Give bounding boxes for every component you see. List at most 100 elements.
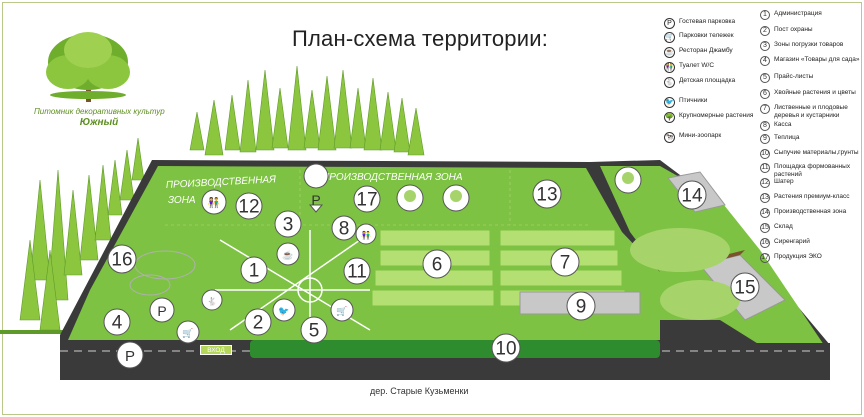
marker-8[interactable]: 8 [331, 215, 357, 241]
svg-text:3: 3 [283, 215, 294, 236]
svg-text:☕: ☕ [282, 249, 293, 260]
svg-text:P: P [157, 303, 166, 319]
svg-text:1: 1 [249, 261, 260, 282]
legend-item-restaurant: ☕Ресторан Джамбу [664, 47, 733, 58]
logo-caption: Питомник декоративных культур Южный [34, 107, 165, 128]
svg-text:12: 12 [238, 197, 259, 218]
svg-text:9: 9 [576, 297, 587, 318]
village-label: дер. Старые Кузьменки [370, 386, 469, 396]
marker-4[interactable]: 4 [103, 308, 131, 336]
marker-12[interactable]: 12 [235, 192, 263, 220]
parking-pin-icon[interactable]: P [149, 297, 175, 323]
forest-left [0, 137, 145, 334]
svg-text:6: 6 [432, 255, 443, 276]
tree-pin-icon[interactable] [442, 184, 470, 212]
marker-3[interactable]: 3 [274, 210, 302, 238]
forest-top [189, 65, 425, 156]
logo-tree-icon [46, 32, 130, 102]
svg-text:17: 17 [356, 190, 377, 211]
marker-17[interactable]: 17 [353, 185, 381, 213]
toilet-pin-icon[interactable]: 👫 [201, 189, 227, 215]
svg-text:11: 11 [347, 262, 367, 283]
marker-14[interactable]: 14 [677, 180, 707, 210]
svg-text:👫: 👫 [361, 230, 371, 240]
svg-text:10: 10 [495, 339, 516, 360]
svg-text:5: 5 [309, 321, 320, 342]
playground-icon: 🐇 [664, 77, 675, 88]
zone-label-top: ПРОИЗВОДСТВЕННАЯ ЗОНА [322, 172, 463, 183]
logo-line-1: Питомник декоративных культур [34, 107, 165, 116]
svg-text:🐇: 🐇 [207, 296, 217, 306]
entrance-sign: ВХОД [200, 345, 232, 355]
marker-1[interactable]: 1 [240, 256, 268, 284]
bird-pin-icon[interactable]: 🐦 [272, 298, 296, 322]
toilet-pin-icon[interactable]: 👫 [355, 223, 377, 245]
zoo-icon: 🐄 [664, 132, 675, 143]
svg-text:P: P [311, 192, 320, 208]
svg-text:🛒: 🛒 [182, 327, 193, 338]
playground-pin-icon[interactable]: 🐇 [201, 289, 223, 311]
parking-icon: P [664, 18, 675, 29]
marker-11[interactable]: 11 [343, 257, 371, 285]
marker-10[interactable]: 10 [491, 333, 521, 363]
tree-pin-icon[interactable] [396, 184, 424, 212]
svg-text:2: 2 [253, 313, 264, 334]
svg-text:7: 7 [560, 253, 571, 274]
tree-pin-icon[interactable] [614, 166, 642, 194]
legend-item-toilet: 👫Туалет W/C [664, 62, 714, 73]
svg-text:🐦: 🐦 [278, 306, 289, 316]
cart-pin-icon[interactable]: 🛒 [330, 298, 354, 322]
marker-16[interactable]: 16 [107, 244, 137, 274]
tree-icon: 🌳 [664, 112, 675, 123]
lawn-oval-2 [660, 280, 740, 320]
cart-pin-icon[interactable]: 🛒 [176, 320, 200, 344]
marker-9[interactable]: 9 [566, 291, 596, 321]
marker-13[interactable]: 13 [532, 179, 562, 209]
marker-15[interactable]: 15 [730, 272, 760, 302]
svg-text:16: 16 [111, 250, 132, 271]
marker-6[interactable]: 6 [422, 249, 452, 279]
cart-icon: 🛒 [664, 32, 675, 43]
parking-pin-icon[interactable]: P [116, 341, 144, 369]
bird-icon: 🐦 [664, 97, 675, 108]
restaurant-pin-icon[interactable]: ☕ [276, 242, 300, 266]
svg-text:🛒: 🛒 [336, 305, 347, 316]
legend-item-tree: 🌳Крупномерные растения [664, 112, 754, 123]
logo-line-2: Южный [79, 117, 119, 128]
marker-2[interactable]: 2 [244, 308, 272, 336]
legend-item-zoo: 🐄Мини-зоопарк [664, 132, 721, 143]
zone-label-left-2: ЗОНА [168, 195, 196, 206]
numbered-markers: 1 2 3 4 5 6 7 8 9 10 11 12 13 14 15 16 1… [103, 179, 760, 363]
marker-5[interactable]: 5 [300, 316, 328, 344]
poi-pins: P 👫 ☕ 👫 P 🐇 🐦 🛒 🛒 P [116, 163, 642, 369]
lawn-oval-1 [630, 228, 730, 272]
svg-text:4: 4 [112, 313, 123, 334]
marker-7[interactable]: 7 [550, 247, 580, 277]
page-title: План-схема территории: [292, 26, 549, 51]
legend-item-bird: 🐦Птичники [664, 97, 707, 108]
road-lawn [250, 340, 660, 358]
parking-pin-icon[interactable]: P [303, 163, 329, 213]
svg-text:13: 13 [536, 185, 557, 206]
svg-text:8: 8 [339, 219, 350, 240]
toilet-icon: 👫 [664, 62, 675, 73]
